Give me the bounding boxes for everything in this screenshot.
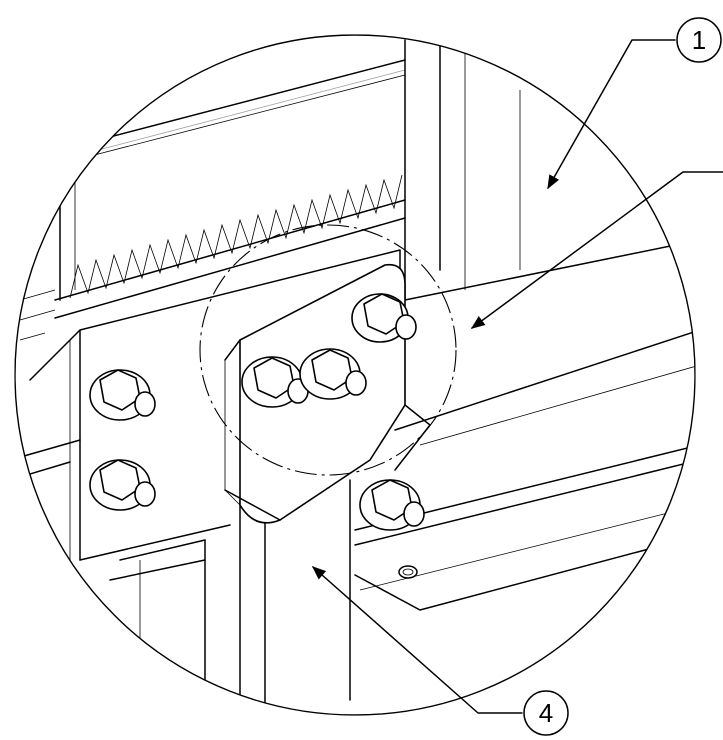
inner-detail-circle [199, 224, 457, 476]
lower-beam [354, 329, 695, 611]
callout-1-label: 1 [692, 25, 706, 55]
bolt-gusset-top [351, 293, 417, 343]
vertical-member-4 [109, 479, 351, 715]
bolt-gusset-a [241, 356, 309, 408]
bolt-left-upper [89, 369, 156, 421]
bolt-beam [359, 479, 425, 531]
callout-1: 1 [547, 17, 722, 190]
bolt-gusset-b [299, 348, 367, 400]
vertical-post [404, 35, 695, 301]
grating-teeth [19, 174, 406, 341]
callout-2-leader [470, 171, 723, 329]
detail-view [15, 35, 695, 715]
callout-4: 4 [311, 566, 569, 736]
detail-view-boundary [15, 35, 695, 715]
callout-4-label: 4 [539, 698, 553, 728]
bolt-left-lower [89, 459, 156, 511]
